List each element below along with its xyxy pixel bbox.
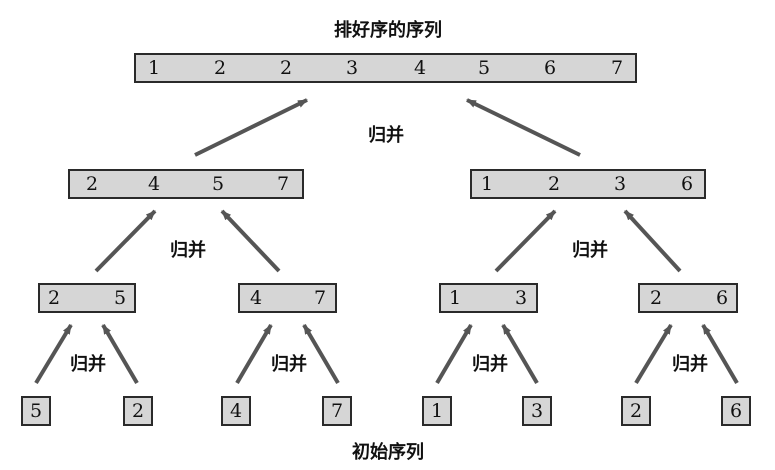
merge-arrow — [194, 98, 308, 157]
sorted-sequence-box: 1 2 2 3 4 5 6 7 — [134, 53, 637, 83]
pair-value: 6 — [715, 287, 729, 309]
leaf-box-8: 6 — [721, 396, 751, 426]
sorted-value: 2 — [213, 57, 227, 79]
merge-arrow — [494, 209, 557, 273]
merged-value: 4 — [147, 173, 161, 195]
merged-value: 6 — [680, 173, 694, 195]
merge-arrow — [435, 323, 473, 385]
pair-value: 3 — [514, 287, 528, 309]
sorted-value: 4 — [413, 57, 427, 79]
leaf-value: 3 — [530, 400, 544, 422]
sorted-value: 7 — [610, 57, 624, 79]
merge-arrow — [501, 323, 539, 385]
pair-value: 2 — [47, 287, 61, 309]
leaf-value: 7 — [330, 400, 344, 422]
merge-arrow — [220, 209, 281, 273]
merge-label-right-half: 归并 — [572, 240, 608, 261]
merge-label-leaves-2: 归并 — [271, 354, 307, 375]
merge-arrow — [701, 323, 739, 385]
leaf-value: 5 — [29, 400, 43, 422]
leaf-value: 6 — [729, 400, 743, 422]
merged-value: 5 — [211, 173, 225, 195]
sorted-value: 6 — [543, 57, 557, 79]
merge-arrow — [101, 323, 139, 385]
merge-arrow — [302, 323, 340, 385]
sorted-value: 3 — [345, 57, 359, 79]
merge-arrow — [634, 323, 673, 385]
leaf-box-6: 3 — [522, 396, 552, 426]
merge-arrow — [623, 209, 682, 273]
pair-value: 7 — [313, 287, 327, 309]
merged-value: 7 — [276, 173, 290, 195]
pair-value: 4 — [249, 287, 263, 309]
sorted-value: 5 — [477, 57, 491, 79]
leaf-box-4: 7 — [322, 396, 352, 426]
leaf-value: 4 — [229, 400, 243, 422]
pair-box-3: 1 3 — [439, 283, 538, 313]
leaf-box-5: 1 — [422, 396, 452, 426]
merge-label-leaves-1: 归并 — [70, 354, 106, 375]
leaf-box-3: 4 — [221, 396, 251, 426]
leaf-box-1: 5 — [21, 396, 51, 426]
merge-label-leaves-4: 归并 — [672, 354, 708, 375]
pair-box-1: 2 5 — [38, 283, 136, 313]
pair-box-2: 4 7 — [238, 283, 337, 313]
pair-box-4: 2 6 — [638, 283, 738, 313]
merged-value: 3 — [613, 173, 627, 195]
merge-label-left-half: 归并 — [170, 240, 206, 261]
merged-value: 2 — [85, 173, 99, 195]
merge-arrow — [34, 323, 73, 385]
sorted-value: 2 — [279, 57, 293, 79]
pair-value: 5 — [113, 287, 127, 309]
merged-value: 1 — [480, 173, 494, 195]
merge-label-leaves-3: 归并 — [472, 354, 508, 375]
pair-value: 1 — [448, 287, 462, 309]
merged-box-right: 1 2 3 6 — [470, 169, 706, 199]
merge-arrow — [235, 323, 273, 385]
leaf-value: 2 — [131, 400, 145, 422]
merged-box-left: 2 4 5 7 — [68, 169, 304, 199]
pair-value: 2 — [649, 287, 663, 309]
merge-arrow — [94, 209, 157, 273]
sorted-sequence-title: 排好序的序列 — [334, 20, 442, 41]
leaf-box-7: 2 — [621, 396, 651, 426]
leaf-box-2: 2 — [123, 396, 153, 426]
leaf-value: 2 — [629, 400, 643, 422]
merge-label-root: 归并 — [368, 125, 404, 146]
merge-arrow — [466, 98, 581, 157]
leaf-value: 1 — [430, 400, 444, 422]
merged-value: 2 — [547, 173, 561, 195]
initial-sequence-title: 初始序列 — [352, 442, 424, 463]
sorted-value: 1 — [147, 57, 161, 79]
